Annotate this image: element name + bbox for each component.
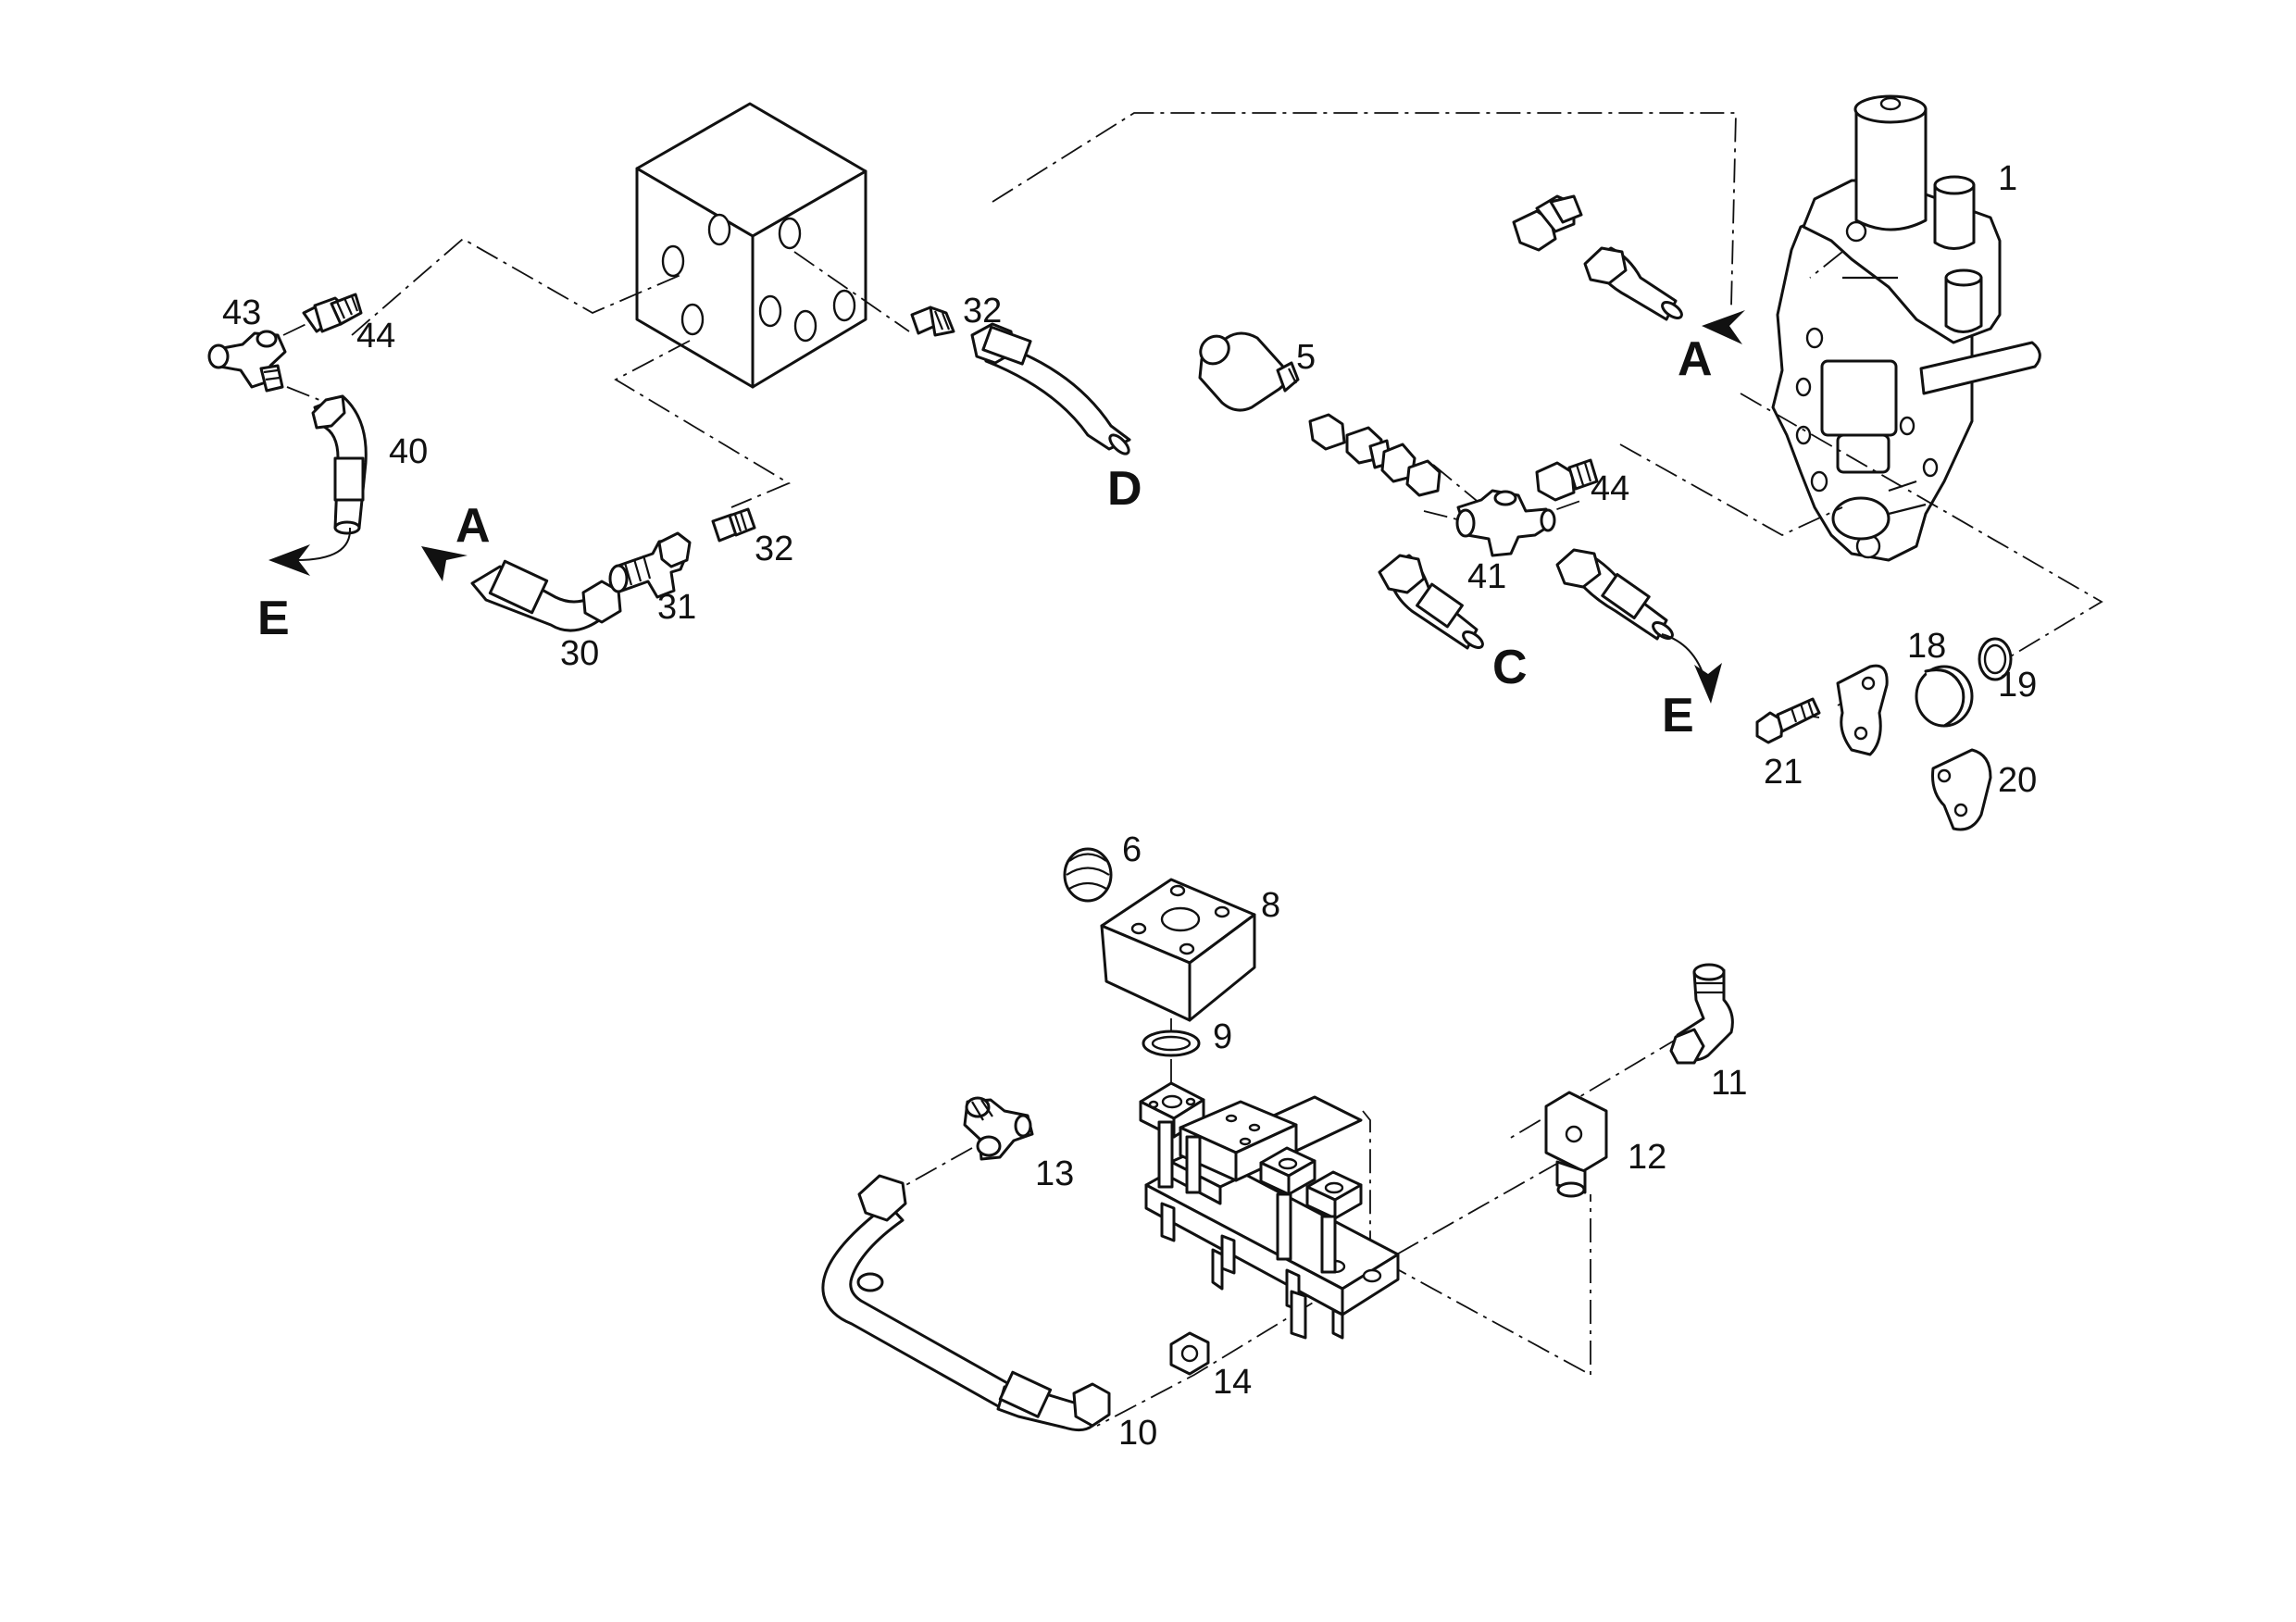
part-41-cross xyxy=(1455,489,1556,557)
label-part-20: 20 xyxy=(1998,761,2037,800)
part-32-fitting-top xyxy=(910,306,955,337)
hose-e-right xyxy=(1555,548,1674,641)
part-44-fitting-right xyxy=(1535,458,1599,502)
label-part-41: 41 xyxy=(1467,557,1506,596)
letter-a-right: A xyxy=(1678,332,1713,386)
valve-inlet-fittings xyxy=(1512,194,1683,321)
part-8-cover-block xyxy=(1100,878,1256,1022)
part-21-bolt xyxy=(1755,697,1821,744)
label-part-6: 6 xyxy=(1122,830,1142,869)
valve-bank-assembly xyxy=(1139,1081,1400,1340)
part-20-flange-half-b xyxy=(1931,748,1992,831)
letter-e-right: E xyxy=(1662,689,1694,742)
coupling-nuts xyxy=(1308,413,1441,497)
label-part-30: 30 xyxy=(560,634,599,673)
part-5-valve xyxy=(1198,331,1300,412)
connection-letters: A A C D E E xyxy=(257,332,1713,742)
label-part-13: 13 xyxy=(1035,1154,1074,1193)
label-part-8: 8 xyxy=(1261,886,1280,925)
label-part-31: 31 xyxy=(657,588,696,627)
label-part-32-top: 32 xyxy=(963,292,1002,331)
label-part-32-lower: 32 xyxy=(755,530,793,568)
part-12-bracket xyxy=(1544,1091,1608,1198)
part-31-tee xyxy=(608,531,692,599)
part-flange-half-a xyxy=(1836,664,1889,756)
part-9-oring xyxy=(1142,1029,1201,1057)
part-13-tee xyxy=(963,1096,1034,1161)
label-part-12: 12 xyxy=(1628,1138,1666,1177)
label-part-14: 14 xyxy=(1213,1363,1252,1402)
part-32-fitting-lower xyxy=(711,507,756,543)
arrow-e-right xyxy=(1661,633,1722,704)
part-30-hose xyxy=(470,559,622,632)
label-part-11: 11 xyxy=(1711,1064,1747,1103)
label-part-1: 1 xyxy=(1998,159,2017,198)
label-part-44-right: 44 xyxy=(1591,469,1629,508)
letter-d: D xyxy=(1107,462,1142,516)
part-18-plug xyxy=(1915,665,1974,728)
label-part-44-left: 44 xyxy=(356,317,395,356)
label-part-43: 43 xyxy=(222,293,261,332)
label-part-19: 19 xyxy=(1998,666,2037,705)
part-14-nut xyxy=(1169,1331,1210,1376)
arrow-a-left xyxy=(421,546,468,581)
hose-c xyxy=(1378,554,1484,650)
manifold-block xyxy=(635,102,867,389)
letter-a-left: A xyxy=(455,499,491,553)
label-part-10: 10 xyxy=(1118,1414,1157,1453)
hose-d xyxy=(970,322,1131,455)
label-part-21: 21 xyxy=(1764,753,1803,792)
part-44-fitting-left xyxy=(302,293,363,333)
arrow-e-left xyxy=(268,527,352,576)
arrow-a-right xyxy=(1702,310,1745,344)
part-43-tee xyxy=(207,330,287,393)
label-part-5: 5 xyxy=(1296,338,1316,377)
part-6-plug xyxy=(1063,847,1113,903)
label-part-40: 40 xyxy=(389,432,428,471)
part-10-hose xyxy=(821,1174,1111,1432)
part-number-labels: 1 5 6 8 9 10 11 12 13 14 18 19 20 21 30 … xyxy=(222,159,2037,1453)
label-part-18: 18 xyxy=(1907,627,1946,666)
part-11-elbow xyxy=(1669,963,1734,1065)
part-19-oring xyxy=(1978,637,2013,681)
letter-c: C xyxy=(1492,641,1528,694)
letter-e-left: E xyxy=(257,592,290,645)
label-part-9: 9 xyxy=(1213,1017,1232,1056)
control-valve xyxy=(1771,94,2041,562)
part-40-hose xyxy=(311,394,368,535)
